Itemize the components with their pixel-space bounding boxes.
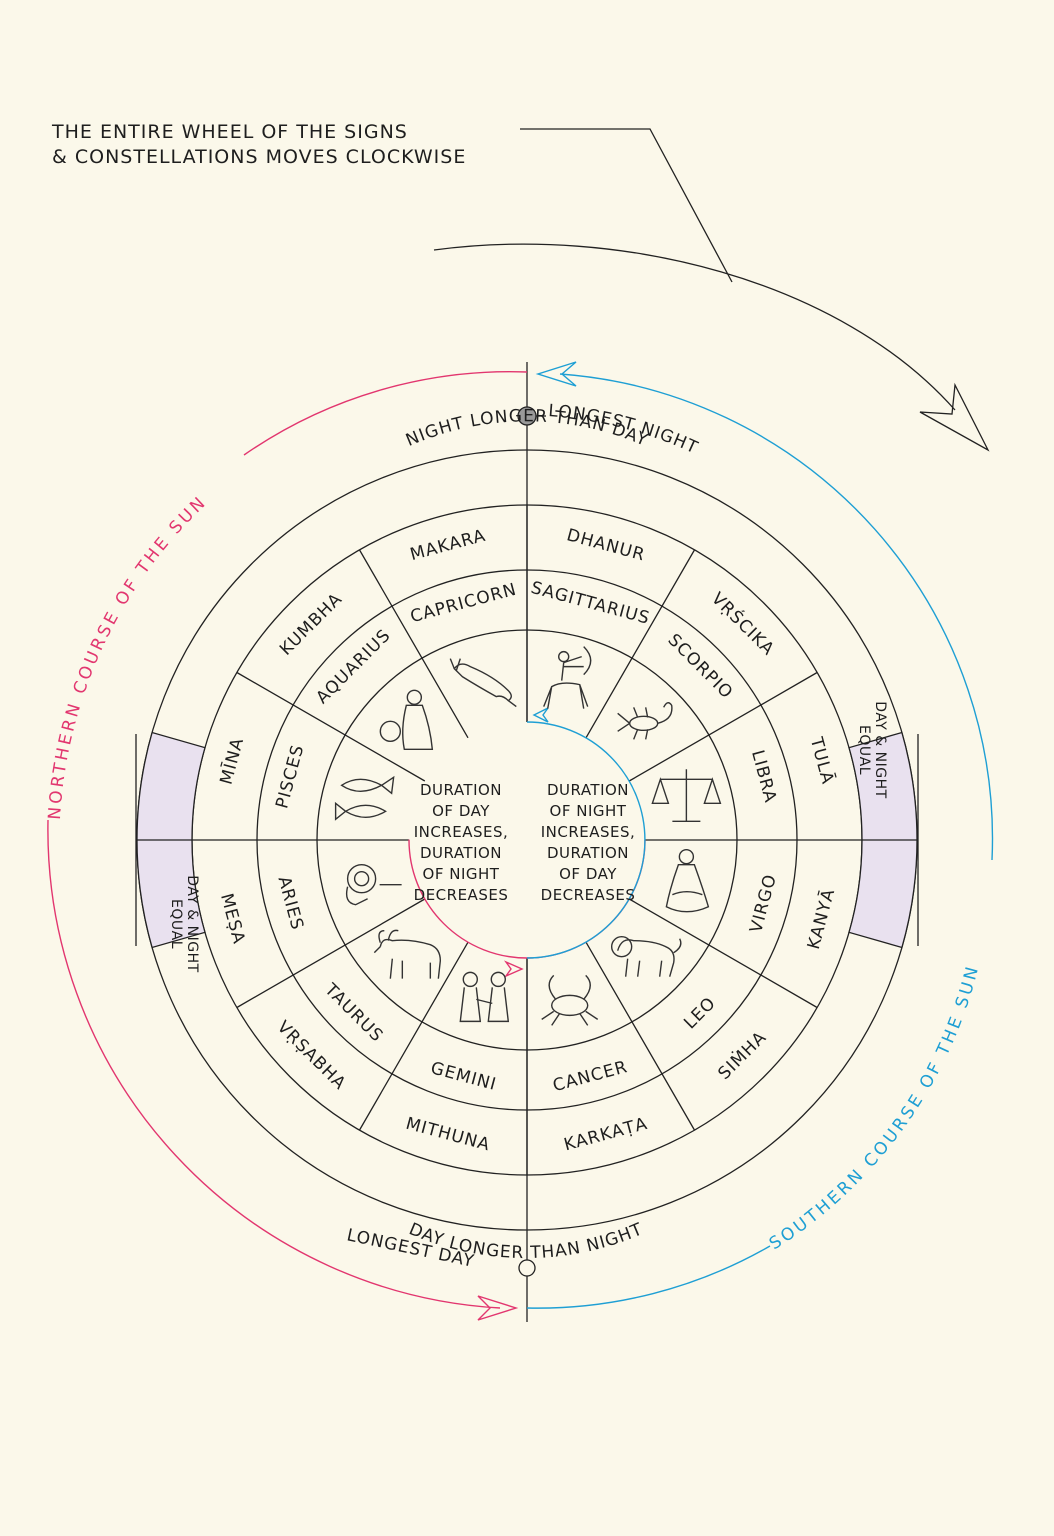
spoke <box>236 898 426 1009</box>
sign-sanskrit-label: TULĀ <box>805 734 839 787</box>
sign-english-label: PISCES <box>272 742 308 810</box>
sign-sanskrit-label: KARKAṬA <box>562 1114 650 1156</box>
sign-sanskrit-label: DHANUR <box>564 525 647 565</box>
sign-english-label: LEO <box>680 993 720 1033</box>
center-left-line: DURATION <box>420 781 502 799</box>
southern-course-arc-bottom <box>526 1245 771 1309</box>
northern-arrow <box>477 1295 519 1321</box>
center-right-line: OF NIGHT <box>550 802 627 820</box>
center-text-left: DURATION OF DAY INCREASES, DURATION OF NIGHT… <box>414 781 509 904</box>
sign-english-label: GEMINI <box>428 1058 498 1095</box>
center-right-line: DURATION <box>547 844 629 862</box>
spoke <box>585 549 696 739</box>
southern-course-arc-top <box>559 373 994 861</box>
bull-icon <box>373 929 442 979</box>
water-bearer-icon <box>379 689 434 751</box>
southern-arrow <box>535 361 577 387</box>
sea-goat-icon <box>449 658 517 708</box>
wheel-spokes <box>137 505 917 1175</box>
spoke <box>585 941 696 1131</box>
spoke <box>628 898 818 1009</box>
sign-sanskrit-label: MAKARA <box>408 526 488 565</box>
crab-icon <box>541 974 599 1026</box>
sign-english-label: TAURUS <box>320 979 387 1046</box>
svg-text:DAY & NIGHT: DAY & NIGHT <box>872 701 888 798</box>
equal-label-left: DAY & NIGHT EQUAL <box>168 875 200 972</box>
center-right-line: DECREASES <box>541 886 636 904</box>
svg-text:EQUAL: EQUAL <box>168 899 184 949</box>
maiden-icon <box>665 849 710 913</box>
sign-english-label: AQUARIUS <box>312 625 395 708</box>
sign-sanskrit-label: MĪNA <box>215 735 249 787</box>
center-left-line: DURATION <box>420 844 502 862</box>
center-right-line: DURATION <box>547 781 629 799</box>
inner-circle-southern <box>526 721 646 959</box>
center-left-line: OF DAY <box>432 802 490 820</box>
sign-english-label: ARIES <box>274 874 308 932</box>
sign-english-label: VIRGO <box>746 872 781 935</box>
scorpion-icon <box>617 702 673 740</box>
sign-sanskrit-label: MEṢA <box>216 891 249 946</box>
note-line-2: & CONSTELLATIONS MOVES CLOCKWISE <box>52 146 466 168</box>
twins-icon <box>459 971 510 1023</box>
inner-southern-arrow <box>532 707 549 723</box>
scales-icon <box>651 769 722 822</box>
ram-icon <box>345 864 402 906</box>
spoke <box>358 549 469 739</box>
center-left-line: INCREASES, <box>414 823 509 841</box>
spoke <box>236 671 426 782</box>
note-leader-line <box>433 128 990 452</box>
svg-text:DAY & NIGHT: DAY & NIGHT <box>184 875 200 972</box>
note-line-1: THE ENTIRE WHEEL OF THE SIGNS <box>51 121 408 143</box>
center-left-line: OF NIGHT <box>423 865 500 883</box>
sign-english-label: CANCER <box>551 1057 630 1096</box>
sign-english-label: SCORPIO <box>664 630 737 703</box>
longest-day-marker <box>518 1259 536 1277</box>
sign-sanskrit-label: SIṀHA <box>714 1027 771 1084</box>
lion-icon <box>610 935 682 977</box>
sign-english-label: LIBRA <box>747 748 780 805</box>
archer-icon <box>543 646 592 709</box>
inner-northern-arrow <box>503 960 524 978</box>
northern-course-arc-top <box>243 370 528 456</box>
sign-sanskrit-label: KANYĀ <box>802 886 839 952</box>
sign-sanskrit-label: VṚṢABHA <box>273 1017 350 1094</box>
sign-english-label: SAGITTARIUS <box>529 578 652 629</box>
sign-icons <box>334 646 722 1026</box>
sign-english-label: CAPRICORN <box>408 580 519 628</box>
center-text-right: DURATION OF NIGHT INCREASES, DURATION OF DAY… <box>541 781 636 904</box>
sign-sanskrit-label: MITHUNA <box>404 1114 493 1156</box>
spoke <box>358 941 469 1131</box>
spoke <box>628 671 818 782</box>
center-right-line: OF DAY <box>559 865 617 883</box>
svg-text:EQUAL: EQUAL <box>856 725 872 775</box>
center-left-line: DECREASES <box>414 886 509 904</box>
center-right-line: INCREASES, <box>541 823 636 841</box>
fish-icon <box>334 775 395 821</box>
northern-course-arc-bottom <box>47 819 501 1309</box>
southern-course-label: SOUTHERN COURSE OF THE SUN <box>766 962 984 1254</box>
equal-label-right: DAY & NIGHT EQUAL <box>856 701 888 798</box>
